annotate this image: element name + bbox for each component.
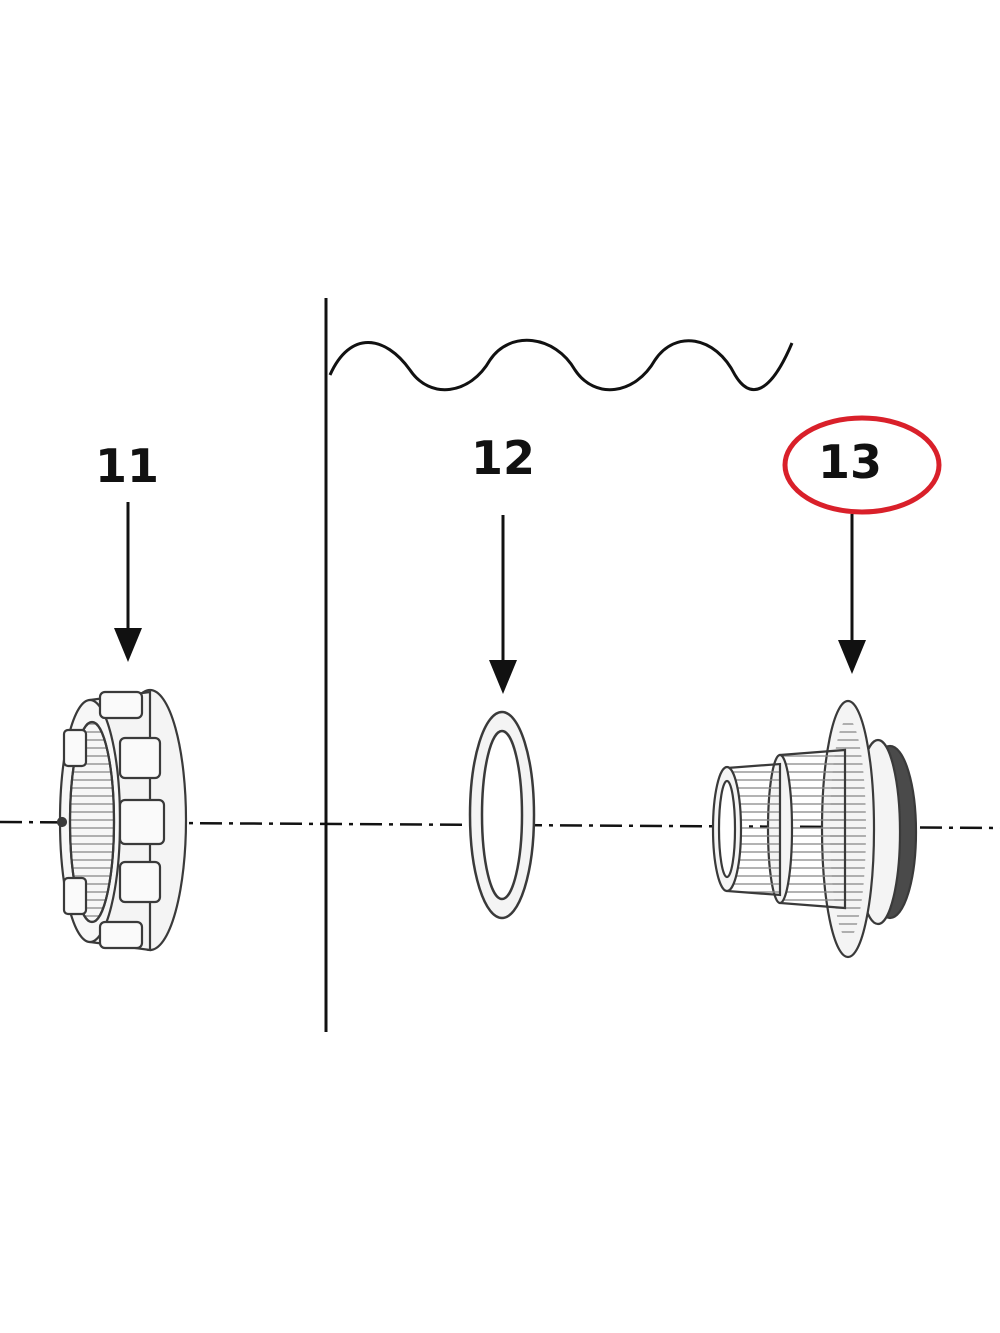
part-label-11: 11: [95, 439, 159, 493]
threaded-fitting-part: [711, 699, 918, 959]
highlight-circle-13: [782, 415, 942, 515]
part-label-12: 12: [471, 431, 535, 485]
water-surface-wave: [328, 338, 794, 392]
flat-gasket-part: [468, 710, 536, 920]
arrow-11-icon: [114, 502, 142, 662]
arrow-13-icon: [838, 514, 866, 674]
arrow-12-icon: [489, 515, 517, 694]
part-label-13: 13: [818, 435, 882, 489]
lock-nut-part: [56, 688, 188, 952]
